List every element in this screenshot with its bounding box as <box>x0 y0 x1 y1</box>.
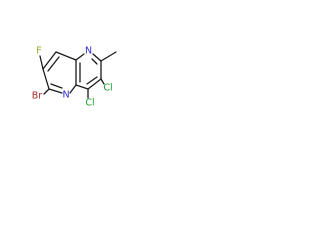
bond-n5-c4a <box>69 84 77 94</box>
bond-c8-c7 <box>42 51 57 70</box>
structure-drawing: N N F Br Cl Cl <box>32 46 117 109</box>
atom-f-label: F <box>36 46 41 57</box>
bond-c3-cl <box>100 78 105 85</box>
bond-c7-f <box>39 55 44 70</box>
bond-n1-c2 <box>92 53 102 62</box>
bond-c6-br <box>43 88 50 95</box>
bond-c4-c4a <box>75 84 89 90</box>
bond-c8-c7-double <box>47 56 60 72</box>
bond-c3-c4-double <box>86 76 98 85</box>
molecule-canvas: N N F Br Cl Cl <box>0 0 152 152</box>
bond-c6-n5-double <box>50 83 63 89</box>
atom-n5-label: N <box>62 90 69 101</box>
bond-c8a-c8 <box>55 51 77 61</box>
bond-c7-c6 <box>42 68 50 90</box>
bond-c8a-n1 <box>75 53 85 61</box>
bond-c6-n5 <box>48 88 63 94</box>
atom-br-label: Br <box>32 91 43 102</box>
bond-n1-c2-double <box>91 58 98 65</box>
atom-cl3-label: Cl <box>103 83 112 94</box>
bond-c3-c4 <box>87 78 102 90</box>
bond-c2-methyl <box>100 51 117 62</box>
atom-n1-label: N <box>85 46 92 57</box>
atom-cl4-label: Cl <box>85 98 94 109</box>
